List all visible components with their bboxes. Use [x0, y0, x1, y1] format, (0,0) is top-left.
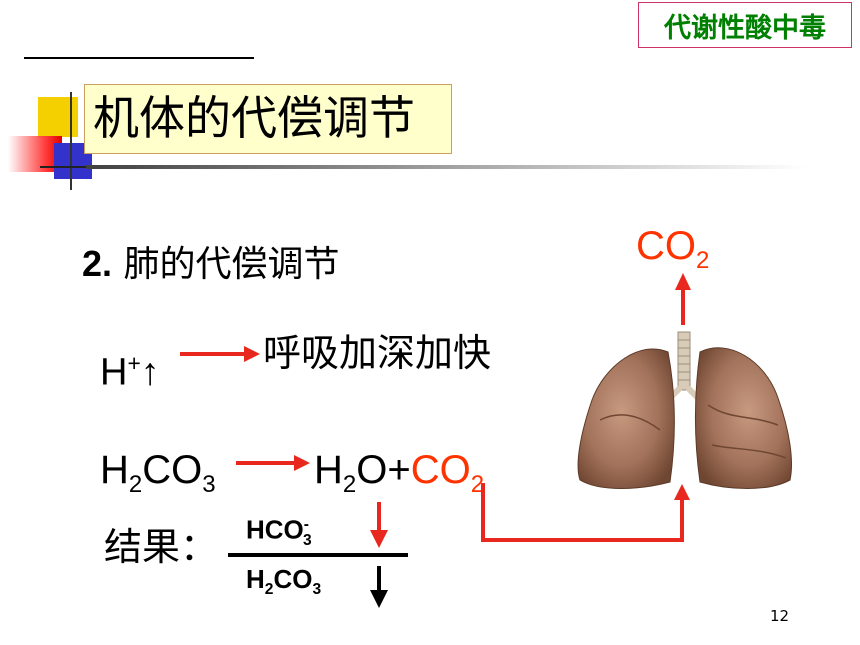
page-number: 12 [770, 607, 790, 625]
formula-part: O+ [356, 448, 411, 492]
formula-sub: 2 [128, 471, 143, 498]
title-box [84, 84, 452, 154]
formula-part: CO [273, 564, 313, 594]
reactant-formula: H2CO3 [100, 444, 216, 511]
arrow-down-icon [370, 566, 388, 608]
formula-sub: 2 [696, 247, 710, 274]
formula-part: H [100, 448, 129, 492]
arrow-up-icon: ↑ [140, 351, 160, 394]
product-formula: H2O+CO2 [314, 444, 484, 511]
formula-sub: 2 [342, 471, 357, 498]
arrow-up-icon [675, 273, 691, 325]
fraction-bar [228, 553, 408, 557]
fraction-numerator: HCO-3 [246, 508, 312, 558]
lungs-image [577, 331, 792, 489]
formula-part: CO [142, 448, 203, 492]
section-number: 2. [82, 243, 113, 284]
co2-product: CO2 [410, 448, 484, 498]
decor-horizontal-line [40, 166, 90, 168]
arrow-down-icon [370, 502, 388, 548]
hydrogen-ion-increase: H+↑ [100, 340, 160, 396]
arrow-right-icon [180, 346, 260, 362]
result-label: 结果： [104, 525, 219, 569]
slide-title: 机体的代偿调节 [93, 91, 415, 145]
formula-part: H [246, 564, 265, 594]
formula-sub: 2 [264, 581, 274, 599]
header-line [24, 57, 254, 59]
formula-part: HCO [246, 514, 304, 545]
arrow-right-icon [236, 455, 310, 471]
topic-tag: 代谢性酸中毒 [638, 2, 852, 48]
h-ion-charge: + [127, 350, 141, 376]
formula-part: H [314, 448, 343, 492]
topic-tag-text: 代谢性酸中毒 [664, 12, 826, 44]
fraction-denominator: H2CO3 [246, 562, 321, 607]
exhaled-co2: CO2 [636, 222, 709, 285]
title-rule [86, 165, 806, 169]
formula-part: CO [636, 224, 696, 268]
decor-vertical-line [70, 92, 72, 190]
formula-sub: 3 [202, 471, 216, 498]
section-heading-text: 肺的代偿调节 [112, 244, 340, 285]
formula-sub: 3 [312, 581, 322, 599]
formula-part: CO [410, 448, 471, 492]
breathing-response: 呼吸加深加快 [263, 331, 492, 375]
section-heading: 2. 肺的代偿调节 [82, 238, 339, 291]
h-ion-base: H [100, 351, 128, 394]
formula-sub: 2 [470, 471, 485, 498]
formula-sup: - [303, 516, 309, 533]
co2-transport-arrow [481, 483, 690, 542]
formula-sub: 3 [302, 531, 312, 549]
